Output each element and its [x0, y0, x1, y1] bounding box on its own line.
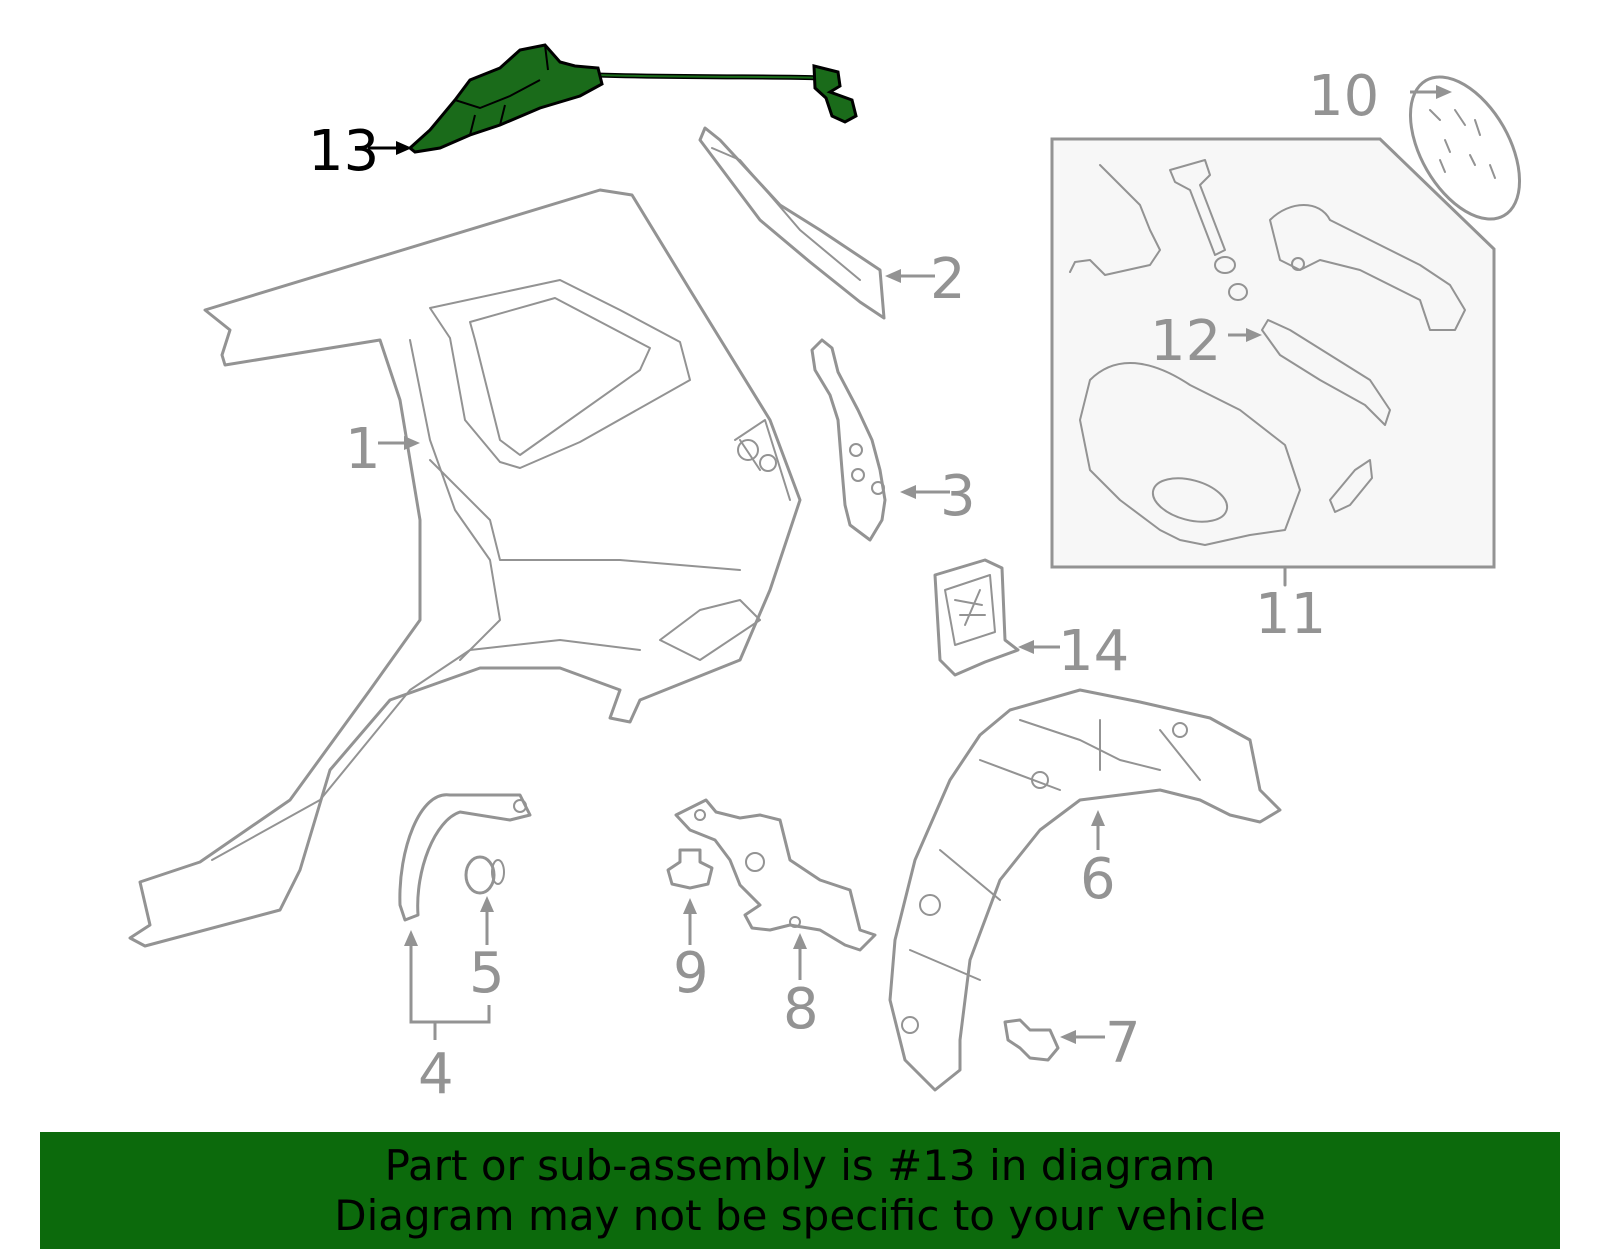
part-8-bracket[interactable]	[674, 798, 877, 952]
part-11-housing-assembly[interactable]	[1050, 137, 1496, 587]
callout-1: 1	[345, 417, 381, 482]
callout-8: 8	[783, 977, 819, 1042]
callout-9: 9	[673, 941, 709, 1006]
part-14-bracket[interactable]	[933, 558, 1020, 677]
callout-7: 7	[1105, 1011, 1141, 1076]
part-5-clip[interactable]	[464, 855, 505, 895]
part-7-retainer[interactable]	[1003, 1018, 1060, 1062]
callout-3: 3	[940, 464, 976, 529]
part-9-nut[interactable]	[666, 848, 714, 890]
callout-14: 14	[1058, 619, 1129, 684]
leader-arrows	[368, 85, 1452, 1044]
callout-13: 13	[308, 119, 379, 184]
banner-line-1: Part or sub-assembly is #13 in diagram	[384, 1141, 1216, 1190]
callout-2: 2	[930, 247, 966, 312]
part-13-fuel-door-actuator[interactable]	[407, 43, 858, 154]
callout-10: 10	[1308, 64, 1379, 129]
part-6-wheelhouse-liner[interactable]	[888, 688, 1282, 1092]
part-2-reinforcement[interactable]	[698, 126, 886, 320]
callout-11: 11	[1255, 582, 1326, 647]
banner-line-2: Diagram may not be specific to your vehi…	[334, 1191, 1266, 1240]
callout-4: 4	[418, 1042, 454, 1107]
callout-5: 5	[469, 941, 505, 1006]
part-4-wheel-molding[interactable]	[398, 793, 532, 922]
part-3-bracket[interactable]	[810, 338, 887, 542]
callout-6: 6	[1080, 847, 1116, 912]
part-10-fuel-door[interactable]	[1388, 58, 1542, 237]
info-banner: Part or sub-assembly is #13 in diagram D…	[40, 1132, 1560, 1249]
callout-12: 12	[1150, 309, 1221, 374]
